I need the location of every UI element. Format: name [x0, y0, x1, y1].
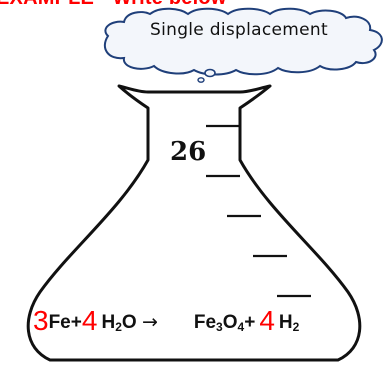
reaction-arrow: →	[141, 311, 158, 333]
product-fe-sub: 3	[216, 320, 223, 334]
product-fe: Fe	[193, 312, 217, 333]
reactant-water-sub: 2	[115, 320, 122, 334]
bubble-label: Single displacement	[150, 20, 328, 40]
reactant-water-h: H	[101, 312, 116, 333]
coefficient-hydrogen: 4	[259, 305, 275, 336]
plus-sign: +	[70, 312, 82, 333]
reactant-water-o: O	[121, 312, 137, 333]
coefficient-fe: 3	[33, 305, 49, 336]
flask-label: 26	[170, 137, 207, 167]
product-o: O	[222, 312, 238, 333]
example-heading: EXAMPLE - Write below	[0, 0, 227, 10]
plus-sign: +	[244, 312, 256, 333]
coefficient-water: 4	[81, 305, 98, 336]
cloud-bubble-small	[197, 77, 205, 83]
product-o-sub: 4	[237, 320, 245, 334]
product-hydrogen: H	[278, 312, 293, 333]
flask-outline	[26, 84, 362, 362]
product-hydrogen-sub: 2	[292, 320, 300, 334]
cloud-bubble-large	[204, 68, 216, 78]
reactant-fe: Fe	[48, 312, 71, 333]
cloud-shape	[103, 7, 383, 76]
